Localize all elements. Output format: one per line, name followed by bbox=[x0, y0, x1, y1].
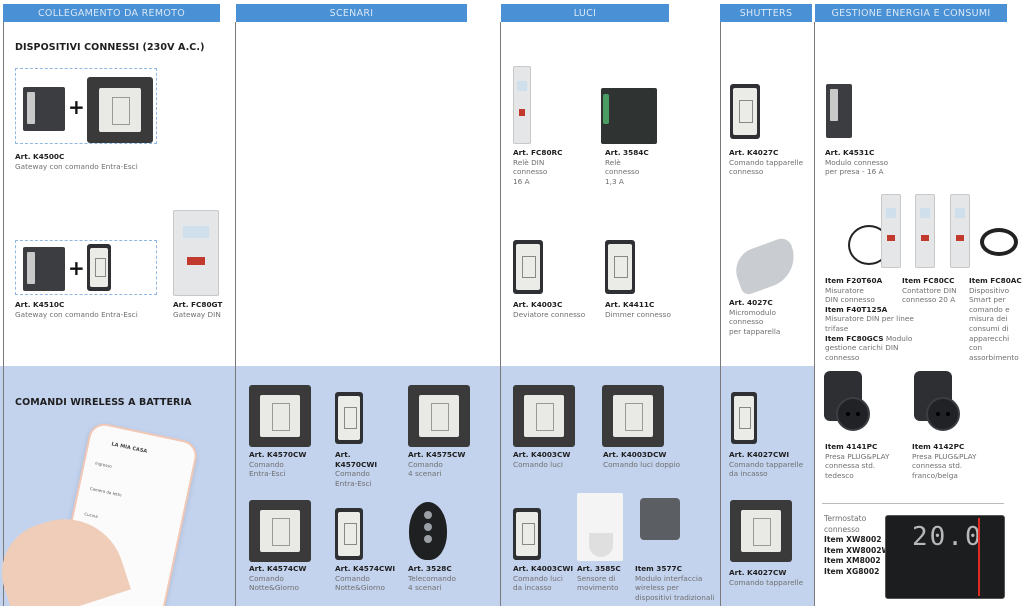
module-image bbox=[87, 244, 111, 291]
module-image bbox=[605, 240, 635, 294]
product-caption: Art. K4027C Comando tapparelle connesso bbox=[729, 148, 804, 177]
relay-image bbox=[601, 88, 657, 144]
switch-frame-image bbox=[408, 385, 470, 447]
product-caption: Item F20T60A Misuratore DIN connesso Ite… bbox=[825, 276, 914, 362]
product-caption: Art. K4575CW Comando 4 scenari bbox=[408, 450, 466, 479]
product-caption: Art. K4570CWI Comando Entra-Esci bbox=[335, 450, 378, 488]
din-contactor-image bbox=[915, 194, 935, 268]
remote-control-image bbox=[409, 502, 447, 560]
section-title-wireless: COMANDI WIRELESS A BATTERIA bbox=[15, 397, 192, 408]
column-divider bbox=[235, 22, 236, 606]
column-divider bbox=[720, 22, 721, 606]
product-caption: Art. 3584C Relè connesso 1,3 A bbox=[605, 148, 649, 186]
product-caption: Art. 4027C Micromodulo connesso per tapp… bbox=[729, 298, 781, 336]
switch-frame-image bbox=[249, 500, 311, 562]
product-caption: Art. K4027CWI Comando tapparelle da inca… bbox=[729, 450, 804, 479]
product-caption: Item FC80CC Contattore DIN connesso 20 A bbox=[902, 276, 957, 305]
header-scenari: SCENARI bbox=[236, 4, 467, 22]
meter-cable-image bbox=[980, 228, 1018, 256]
product-caption: Art. K4574CW Comando Notte&Giorno bbox=[249, 564, 307, 593]
divider-line bbox=[822, 503, 1004, 504]
column-divider bbox=[3, 22, 4, 606]
plug-socket-image bbox=[914, 371, 960, 431]
product-caption: Art. K4003CW Comando luci bbox=[513, 450, 571, 469]
plus-icon: + bbox=[68, 256, 85, 280]
product-caption: Art. K4003DCW Comando luci doppio bbox=[603, 450, 681, 469]
switch-frame-image bbox=[602, 385, 664, 447]
interface-module-image bbox=[640, 498, 680, 540]
product-caption: Art. K4570CW Comando Entra-Esci bbox=[249, 450, 307, 479]
gateway-image bbox=[23, 87, 65, 131]
product-caption: Art. FC80RC Relè DIN connesso 16 A bbox=[513, 148, 563, 186]
product-caption: Art. FC80GT Gateway DIN bbox=[173, 300, 223, 319]
product-caption: Art. K4574CWI Comando Notte&Giorno bbox=[335, 564, 396, 593]
din-smart-device-image bbox=[950, 194, 970, 268]
din-meter-image bbox=[881, 194, 901, 268]
header-luci: LUCI bbox=[501, 4, 669, 22]
section-title-connected: DISPOSITIVI CONNESSI (230V A.C.) bbox=[15, 42, 205, 53]
product-group-box bbox=[15, 68, 157, 144]
product-caption: Art. K4027CW Comando tapparelle bbox=[729, 568, 804, 587]
product-caption: Art. K4003C Deviatore connesso bbox=[513, 300, 586, 319]
header-shutters: SHUTTERS bbox=[720, 4, 812, 22]
thermostat-image: 20.0 bbox=[885, 515, 1005, 599]
module-image bbox=[335, 508, 363, 560]
micromodule-image bbox=[729, 235, 803, 297]
din-gateway-image bbox=[173, 210, 219, 296]
switch-frame-image bbox=[249, 385, 311, 447]
product-caption: Item 4141PC Presa PLUG&PLAY connessa std… bbox=[825, 442, 890, 480]
switch-frame-image bbox=[87, 77, 153, 143]
product-caption: Art. K4003CWI Comando luci da incasso bbox=[513, 564, 574, 593]
module-image bbox=[335, 392, 363, 444]
product-caption: Item FC80AC Dispositivo Smart per comand… bbox=[969, 276, 1022, 362]
header-collegamento-remoto: COLLEGAMENTO DA REMOTO bbox=[3, 4, 220, 22]
switch-frame-image bbox=[730, 500, 792, 562]
column-divider bbox=[500, 22, 501, 606]
header-gestione-energia: GESTIONE ENERGIA E CONSUMI bbox=[815, 4, 1007, 22]
module-image bbox=[730, 84, 760, 139]
motion-sensor-image bbox=[577, 493, 623, 561]
column-divider bbox=[814, 22, 815, 606]
product-caption: Art. K4500C Gateway con comando Entra-Es… bbox=[15, 152, 138, 171]
module-image bbox=[731, 392, 757, 444]
product-caption: Art. K4411C Dimmer connesso bbox=[605, 300, 671, 319]
socket-module-image bbox=[826, 84, 852, 138]
product-caption: Item 4142PC Presa PLUG&PLAY connessa std… bbox=[912, 442, 977, 480]
thermostat-caption: Termostato connesso Item XW8002 Item XW8… bbox=[824, 514, 890, 576]
din-relay-image bbox=[513, 66, 531, 144]
product-caption: Art. K4531C Modulo connesso per presa - … bbox=[825, 148, 889, 177]
product-caption: Art. K4510C Gateway con comando Entra-Es… bbox=[15, 300, 138, 319]
product-caption: Art. 3585C Sensore di movimento bbox=[577, 564, 621, 593]
switch-frame-image bbox=[513, 385, 575, 447]
product-caption: Art. 3528C Telecomando 4 scenari bbox=[408, 564, 456, 593]
plug-socket-image bbox=[824, 371, 870, 431]
gateway-image bbox=[23, 247, 65, 291]
module-image bbox=[513, 508, 541, 560]
product-caption: Item 3577C Modulo interfaccia wireless p… bbox=[635, 564, 715, 602]
plus-icon: + bbox=[68, 95, 85, 119]
module-image bbox=[513, 240, 543, 294]
product-group-box bbox=[15, 240, 157, 295]
